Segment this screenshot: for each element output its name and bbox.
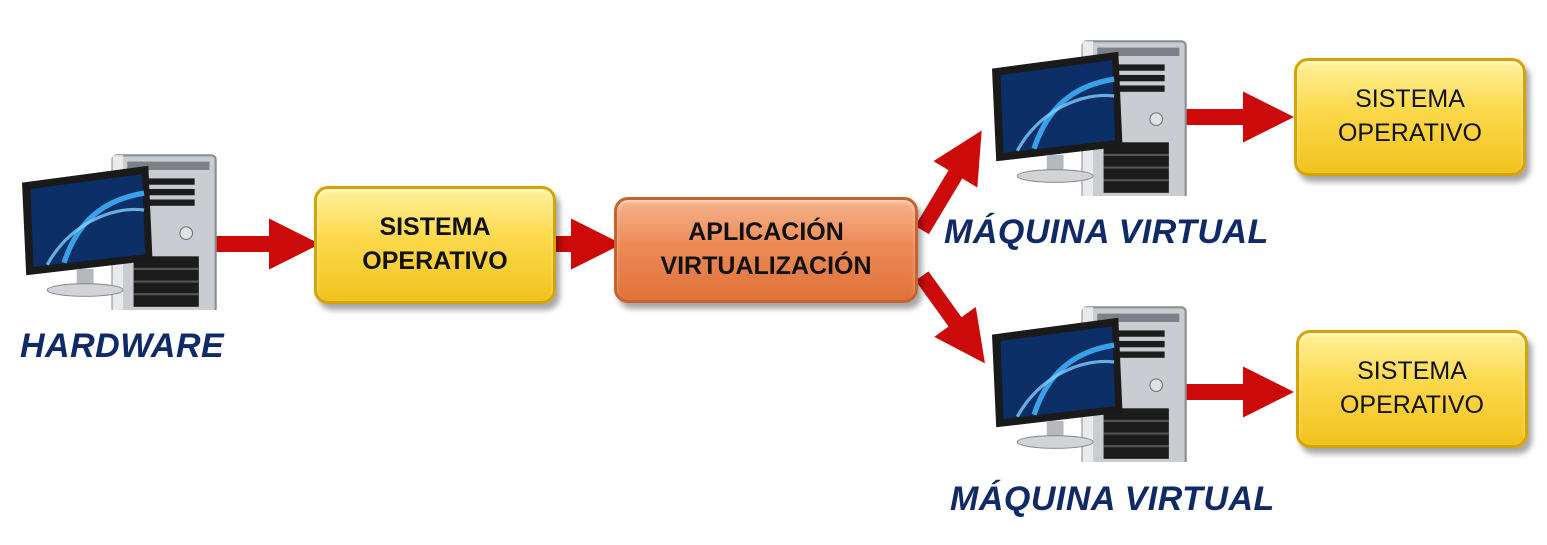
- vm-bottom-os-box-line1: SISTEMA: [1357, 357, 1467, 386]
- virtualization-box: APLICACIÓN VIRTUALIZACIÓN: [614, 197, 918, 303]
- vm-top-os-box: SISTEMA OPERATIVO: [1294, 58, 1526, 176]
- arrow-virtualization-to-vm-bottom: [915, 271, 985, 364]
- vm-top-label: MÁQUINA VIRTUAL: [944, 213, 1269, 251]
- vm-top-os-box-line1: SISTEMA: [1355, 85, 1465, 114]
- hardware-computer-icon: [22, 150, 222, 310]
- vm-bottom-computer-icon: [992, 302, 1192, 462]
- arrow-virtualization-to-vm-top: [915, 130, 982, 235]
- vm-bottom-os-box-line2: OPERATIVO: [1339, 391, 1484, 419]
- vm-bottom-os-box: SISTEMA OPERATIVO: [1296, 330, 1528, 448]
- os-box-main-line1: SISTEMA: [379, 213, 491, 242]
- hardware-label: HARDWARE: [20, 327, 225, 365]
- vm-top-os-box-line2: OPERATIVO: [1337, 119, 1482, 147]
- vm-top-computer-icon: [992, 36, 1192, 196]
- virtualization-box-line1: APLICACIÓN: [688, 218, 844, 247]
- os-box-main: SISTEMA OPERATIVO: [314, 186, 556, 304]
- os-box-main-line2: OPERATIVO: [362, 247, 508, 275]
- vm-bottom-label: MÁQUINA VIRTUAL: [950, 480, 1275, 518]
- virtualization-box-line2: VIRTUALIZACIÓN: [660, 252, 872, 280]
